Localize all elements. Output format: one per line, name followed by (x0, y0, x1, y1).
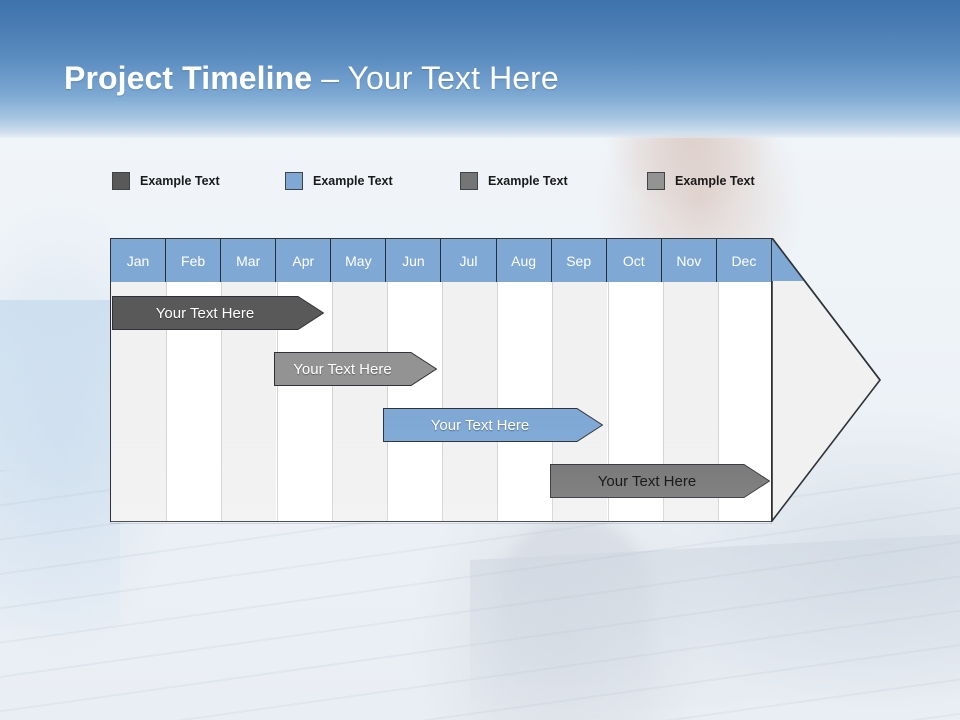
legend-swatch-icon (460, 172, 478, 190)
column-stripe (111, 239, 167, 521)
legend-swatch-icon (647, 172, 665, 190)
timeline-bar-2[interactable]: Your Text Here (274, 352, 437, 386)
timeline-bar-label: Your Text Here (293, 360, 392, 378)
bar-arrow-shape (550, 464, 770, 498)
month-cell-feb[interactable]: Feb (166, 239, 222, 282)
column-divider (166, 282, 168, 521)
bar-arrow-shape (383, 408, 603, 442)
timeline-bar-3[interactable]: Your Text Here (383, 408, 603, 442)
timeline-bar-1[interactable]: Your Text Here (112, 296, 324, 330)
bar-arrow-shape (112, 296, 324, 330)
column-divider (607, 282, 609, 521)
legend-item-2[interactable]: Example Text (285, 168, 393, 194)
page-title-bold: Project Timeline (64, 60, 313, 96)
month-cell-dec[interactable]: Dec (716, 239, 771, 282)
month-cell-may[interactable]: May (331, 239, 387, 282)
month-cell-oct[interactable]: Oct (606, 239, 662, 282)
column-divider (386, 282, 388, 521)
month-cell-apr[interactable]: Apr (276, 239, 332, 282)
column-stripe (442, 239, 498, 521)
column-divider (331, 282, 333, 521)
column-divider (221, 282, 223, 521)
month-cell-aug[interactable]: Aug (496, 239, 552, 282)
legend: Example Text Example Text Example Text Exam… (112, 168, 812, 194)
legend-item-3[interactable]: Example Text (460, 168, 568, 194)
legend-item-label: Example Text (488, 174, 568, 188)
title-banner (0, 0, 960, 138)
month-cell-nov[interactable]: Nov (661, 239, 717, 282)
legend-item-label: Example Text (313, 174, 393, 188)
timeline-arrowhead (771, 235, 882, 524)
month-cell-jun[interactable]: Jun (386, 239, 442, 282)
column-divider (497, 282, 499, 521)
page-title: Project Timeline – Your Text Here (64, 60, 559, 97)
month-cell-jul[interactable]: Jul (441, 239, 497, 282)
month-cell-mar[interactable]: Mar (221, 239, 277, 282)
legend-item-4[interactable]: Example Text (647, 168, 755, 194)
bar-arrow-shape (274, 352, 437, 386)
month-cell-jan[interactable]: Jan (111, 239, 167, 282)
timeline-bar-label: Your Text Here (430, 416, 530, 434)
legend-item-label: Example Text (675, 174, 755, 188)
column-divider (717, 282, 719, 521)
month-cell-sep[interactable]: Sep (551, 239, 607, 282)
page-title-rest: – Your Text Here (312, 60, 559, 96)
column-divider (442, 282, 443, 521)
timeline-bar-4[interactable]: Your Text Here (550, 464, 770, 498)
background-left-panel (0, 300, 120, 630)
legend-item-1[interactable]: Example Text (112, 168, 220, 194)
column-divider (662, 282, 664, 521)
column-divider (276, 282, 278, 521)
legend-item-label: Example Text (140, 174, 220, 188)
column-stripe (221, 239, 277, 521)
column-divider (552, 282, 554, 521)
legend-swatch-icon (112, 172, 130, 190)
timeline-bar-label: Your Text Here (597, 472, 697, 490)
timeline-bar-label: Your Text Here (155, 304, 255, 322)
legend-swatch-icon (285, 172, 303, 190)
